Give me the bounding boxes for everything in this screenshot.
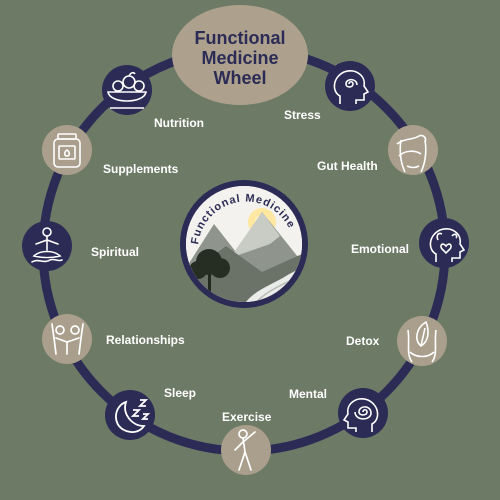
node-stress — [325, 61, 375, 111]
node-nutrition — [102, 65, 152, 115]
supplement-jar-icon — [53, 133, 81, 168]
node-relationships — [42, 314, 92, 364]
node-spiritual — [22, 221, 72, 271]
label-exercise: Exercise — [222, 410, 272, 424]
head-spiral-icon — [333, 70, 370, 104]
belly-hands-icon — [396, 134, 427, 173]
body-leaf-icon — [407, 320, 437, 363]
node-gut-health — [388, 125, 438, 175]
node-sleep — [105, 390, 155, 440]
node-mental — [338, 388, 388, 438]
label-spiritual: Spiritual — [91, 245, 140, 259]
label-supplements: Supplements — [103, 162, 179, 176]
node-supplements — [42, 125, 92, 175]
node-emotional — [419, 218, 469, 268]
label-emotional: Emotional — [351, 242, 410, 256]
node-exercise — [221, 425, 271, 475]
two-people-hug-icon — [51, 323, 84, 355]
label-relationships: Relationships — [106, 333, 185, 347]
title-line-1: Functional — [195, 28, 286, 48]
title-line-2: Medicine — [201, 48, 278, 68]
fruit-bowl-icon — [107, 71, 147, 109]
label-gut-health: Gut Health — [317, 159, 378, 173]
title-bubble: Functional Medicine Wheel — [172, 5, 308, 105]
label-nutrition: Nutrition — [154, 116, 204, 130]
label-mental: Mental — [289, 387, 328, 401]
head-spiral-brain-icon — [342, 398, 379, 432]
mountain-landscape-icon — [186, 186, 302, 302]
meditation-icon — [31, 227, 63, 263]
label-stress: Stress — [284, 108, 321, 122]
label-sleep: Sleep — [164, 386, 197, 400]
stretching-person-icon — [234, 429, 256, 471]
center-medallion: Functional Medicine — [180, 180, 308, 308]
node-detox — [397, 316, 447, 366]
head-heart-leaves-icon — [429, 228, 466, 262]
moon-zzz-icon — [115, 399, 151, 433]
title-line-3: Wheel — [213, 68, 266, 88]
label-detox: Detox — [346, 334, 380, 348]
